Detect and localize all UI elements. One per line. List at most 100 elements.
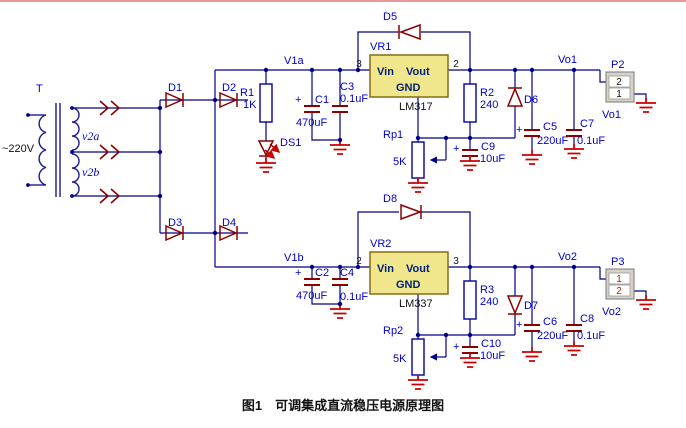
d5-label: D5	[383, 11, 397, 23]
net-v1b-label: V1b	[284, 252, 304, 264]
transformer	[26, 103, 80, 198]
ground-icon	[521, 149, 543, 165]
c7-label: C7	[580, 118, 594, 130]
cap-c6	[524, 324, 540, 332]
c9-polarity: +	[453, 143, 459, 155]
cap-c8	[566, 324, 582, 332]
c2-value: 470uF	[296, 290, 327, 302]
c1-label: C1	[315, 94, 329, 106]
vr2-part-number: LM337	[399, 298, 433, 310]
wires	[28, 31, 647, 347]
c9-value: 10uF	[480, 153, 505, 165]
c7-value: 0.1uF	[577, 135, 605, 147]
cap-c5	[524, 129, 540, 137]
junction-dots	[157, 67, 577, 338]
resistor-r3	[463, 280, 477, 320]
p2-pin-top: 2	[616, 77, 622, 88]
rp2-label: Rp2	[383, 325, 403, 337]
rp1-value: 5K	[393, 156, 407, 168]
c8-label: C8	[580, 313, 594, 325]
led-ds1	[257, 140, 281, 159]
c1-value: 470uF	[296, 117, 327, 129]
ground-icon	[407, 177, 429, 193]
cap-c2	[304, 278, 320, 286]
connector-p3	[605, 268, 635, 300]
p3-label: P3	[611, 256, 624, 268]
ground-icon	[459, 155, 481, 171]
regulator-vr2	[369, 251, 449, 295]
vr2-gnd-label: GND	[396, 279, 421, 291]
p2-net-label: Vo1	[602, 109, 621, 121]
ground-icon	[563, 340, 585, 356]
ground-icon	[635, 97, 657, 113]
c6-value: 220uF	[537, 330, 568, 342]
cap-c1	[304, 105, 320, 113]
cap-c10	[462, 346, 478, 354]
vr2-vout-label: Vout	[406, 263, 430, 275]
c10-label: C10	[481, 338, 501, 350]
transformer-ref: T	[36, 83, 43, 95]
c5-label: C5	[543, 121, 557, 133]
p3-net-label: Vo2	[602, 306, 621, 318]
vr2-ref: VR2	[370, 238, 391, 250]
vr1-part-number: LM317	[399, 101, 433, 113]
connector-chevrons-icon	[99, 100, 121, 204]
r1-value: 1K	[243, 99, 257, 111]
ds1-label: DS1	[280, 137, 301, 149]
pot-rp1	[411, 138, 447, 179]
vr1-vin-label: Vin	[377, 66, 394, 78]
r2-value: 240	[480, 99, 498, 111]
cap-c4	[332, 278, 348, 286]
p3-pin-top: 1	[616, 274, 622, 285]
ground-icon	[407, 374, 429, 390]
c9-label: C9	[481, 141, 495, 153]
d8-label: D8	[383, 193, 397, 205]
vr1-gnd-label: GND	[396, 82, 421, 94]
r3-value: 240	[480, 296, 498, 308]
c3-value: 0.1uF	[340, 93, 368, 105]
top-border	[0, 0, 686, 2]
c6-polarity: +	[516, 319, 522, 331]
bridge-rectifier	[165, 91, 238, 242]
vr2-pin-right: 3	[453, 256, 459, 267]
vr2-vin-label: Vin	[377, 263, 394, 275]
diode-d5	[398, 23, 421, 41]
rp2-value: 5K	[393, 353, 407, 365]
cap-c3	[332, 105, 348, 113]
figure-caption: 图1 可调集成直流稳压电源原理图	[242, 398, 444, 413]
p2-label: P2	[611, 59, 624, 71]
p2-pin-bottom: 1	[616, 89, 622, 100]
ground-icon	[459, 352, 481, 368]
c6-label: C6	[543, 316, 557, 328]
ground-icon	[521, 346, 543, 362]
winding-b-label: v2b	[82, 165, 99, 179]
vr2-pin-left: 2	[356, 256, 362, 267]
r3-label: R3	[480, 284, 494, 296]
vr1-pin-right: 2	[453, 59, 459, 70]
vr1-pin-left: 3	[356, 59, 362, 70]
winding-a-label: v2a	[82, 129, 99, 143]
r1-label: R1	[240, 87, 254, 99]
d6-label: D6	[524, 94, 538, 106]
net-v1a-label: V1a	[284, 55, 304, 67]
diode-d2-label: D2	[222, 82, 236, 94]
r2-label: R2	[480, 87, 494, 99]
d7-label: D7	[524, 300, 538, 312]
net-vo1-label: Vo1	[558, 54, 577, 66]
diode-d7	[506, 295, 524, 315]
diode-d1-label: D1	[168, 82, 182, 94]
c2-polarity: +	[295, 267, 301, 279]
regulator-vr1	[369, 54, 449, 98]
c10-value: 10uF	[480, 350, 505, 362]
resistor-r2	[463, 83, 477, 123]
resistor-r1	[259, 83, 273, 123]
vr1-vout-label: Vout	[406, 66, 430, 78]
c8-value: 0.1uF	[577, 330, 605, 342]
c10-polarity: +	[453, 341, 459, 353]
diode-d3-label: D3	[168, 217, 182, 229]
ground-icon	[635, 294, 657, 310]
p3-pin-bottom: 2	[616, 286, 622, 297]
vr1-ref: VR1	[370, 41, 391, 53]
